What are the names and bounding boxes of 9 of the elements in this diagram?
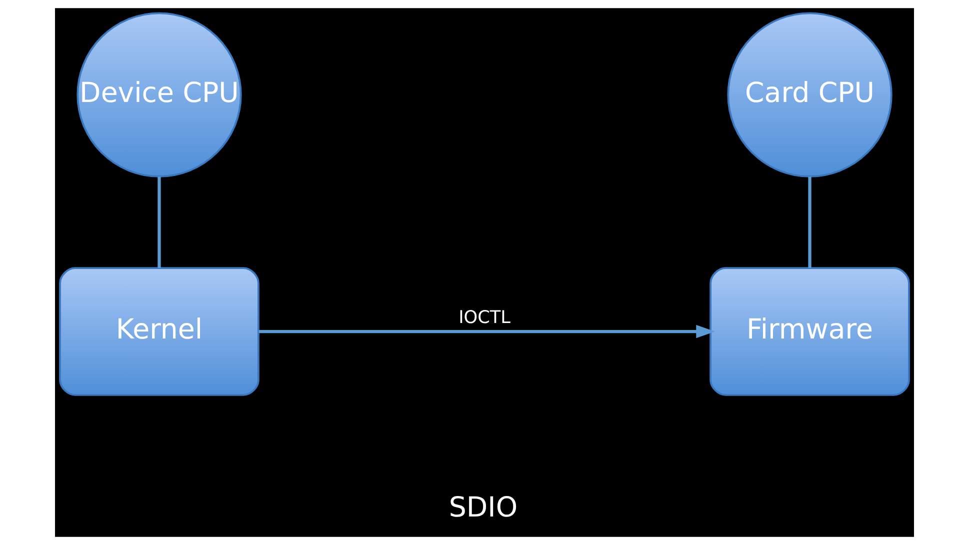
node-box: Firmware bbox=[710, 267, 910, 396]
connector bbox=[808, 176, 812, 268]
arrow bbox=[258, 324, 716, 338]
label: SDIO bbox=[448, 490, 518, 524]
connector bbox=[158, 176, 161, 268]
node-box: Kernel bbox=[59, 267, 260, 396]
node-circle: Device CPU bbox=[76, 12, 242, 178]
edge-label: IOCTL bbox=[458, 308, 510, 328]
node-circle: Card CPU bbox=[727, 12, 892, 178]
